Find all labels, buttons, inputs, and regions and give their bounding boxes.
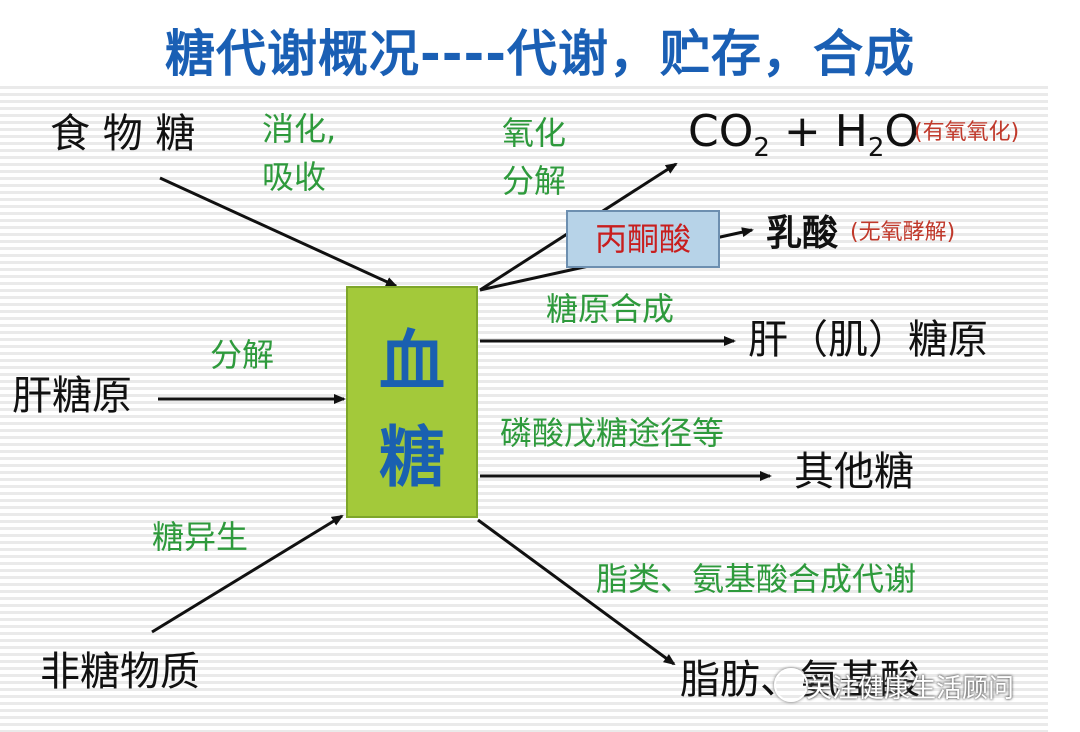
diagram-board xyxy=(0,86,1048,732)
source-food-sugar: 食 物 糖 xyxy=(50,111,196,157)
h2o-subscript: 2 xyxy=(867,132,885,163)
page-title: 糖代谢概况----代谢，贮存，合成 xyxy=(164,25,915,83)
arrow-nonsugar-to-blood xyxy=(151,514,344,634)
co2-text: CO xyxy=(688,106,754,157)
product-co2-h2o: CO2 + H2O xyxy=(688,106,919,164)
blood-sugar-box: 血 糖 xyxy=(346,286,478,518)
source-liver-glycogen: 肝糖原 xyxy=(12,373,132,419)
blood-sugar-char-2: 糖 xyxy=(379,419,445,496)
co2-subscript: 2 xyxy=(753,132,770,163)
process-gluconeogenesis: 糖异生 xyxy=(152,518,249,556)
wechat-icon xyxy=(774,668,808,702)
process-absorb: 吸收 xyxy=(262,158,327,196)
product-lactate: 乳酸 xyxy=(766,213,839,254)
o-text: O xyxy=(884,106,920,157)
process-digest: 消化, xyxy=(262,110,337,148)
note-aerobic: (有氧氧化) xyxy=(914,120,1020,145)
plus-h-text: + H xyxy=(769,106,868,157)
arrow-food-to-blood xyxy=(159,176,398,288)
watermark: 关注健康生活顾问 xyxy=(806,674,1015,704)
process-oxidation: 氧化 xyxy=(502,114,567,152)
process-glycogenesis: 糖原合成 xyxy=(546,290,675,328)
note-anaerobic: (无氧酵解) xyxy=(850,220,956,245)
blood-sugar-char-1: 血 xyxy=(379,323,445,400)
product-liver-muscle-glycogen: 肝（肌）糖原 xyxy=(748,317,988,363)
process-decompose: 分解 xyxy=(210,336,275,374)
process-pentose-phosphate: 磷酸戊糖途径等 xyxy=(500,414,725,452)
process-oxidation-decompose: 分解 xyxy=(502,162,567,200)
source-nonsugar: 非糖物质 xyxy=(40,649,200,695)
pyruvate-box: 丙酮酸 xyxy=(566,210,720,268)
arrow-blood-to-fat xyxy=(477,518,676,666)
process-lipid-amino-synthesis: 脂类、氨基酸合成代谢 xyxy=(596,560,917,598)
product-other-sugar: 其他糖 xyxy=(794,449,914,495)
